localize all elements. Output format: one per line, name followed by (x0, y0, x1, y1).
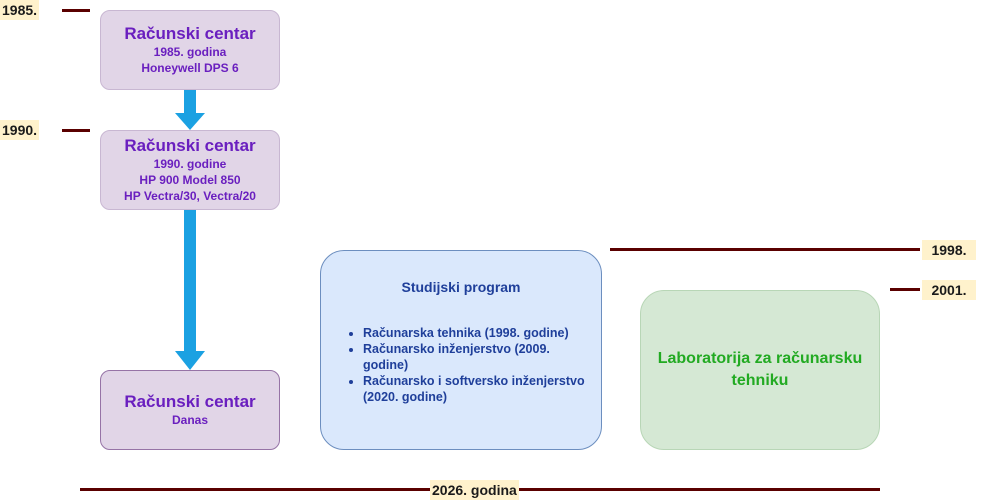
center-today-box: Računski centar Danas (100, 370, 280, 450)
year-label-1990: 1990. (0, 120, 40, 140)
center-1985-title: Računski centar (124, 24, 256, 43)
lab-title: Laboratorija za računarsku tehniku (657, 350, 863, 389)
study-program-item: Računarsko i softversko inženjerstvo (20… (363, 373, 591, 405)
center-1990-title: Računski centar (124, 136, 256, 155)
center-1990-box: Računski centar 1990. godine HP 900 Mode… (100, 130, 280, 210)
timeline-1985-line (62, 9, 90, 12)
year-label-1985: 1985. (0, 0, 40, 20)
year-label-2001: 2001. (922, 280, 976, 300)
arrow-1990-danas (175, 210, 205, 370)
timeline-1990-line (62, 129, 90, 132)
study-program-item: Računarska tehnika (1998. godine) (363, 325, 591, 341)
center-today-title: Računski centar (124, 392, 256, 411)
center-1990-line-1: 1990. godine (153, 157, 227, 171)
timeline-1998-line (610, 248, 920, 251)
lab-box: Laboratorija za računarsku tehniku (640, 290, 880, 450)
study-program-title: Studijski program (401, 279, 521, 295)
year-label-1998: 1998. (922, 240, 976, 260)
study-program-item: Računarsko inženjerstvo (2009. godine) (363, 341, 591, 373)
timeline-2001-line (890, 288, 920, 291)
arrow-1985-1990 (175, 90, 205, 130)
center-today-line-1: Danas (171, 413, 209, 427)
center-1990-line-2: HP 900 Model 850 (139, 173, 241, 187)
center-1985-line-2: Honeywell DPS 6 (141, 61, 239, 75)
study-program-box: Studijski program Računarska tehnika (19… (320, 250, 602, 450)
year-label-2026: 2026. godina (430, 480, 519, 500)
study-program-list: Računarska tehnika (1998. godine) Računa… (343, 325, 591, 405)
center-1985-box: Računski centar 1985. godina Honeywell D… (100, 10, 280, 90)
center-1985-line-1: 1985. godina (153, 45, 227, 59)
center-1990-line-3: HP Vectra/30, Vectra/20 (124, 189, 256, 203)
